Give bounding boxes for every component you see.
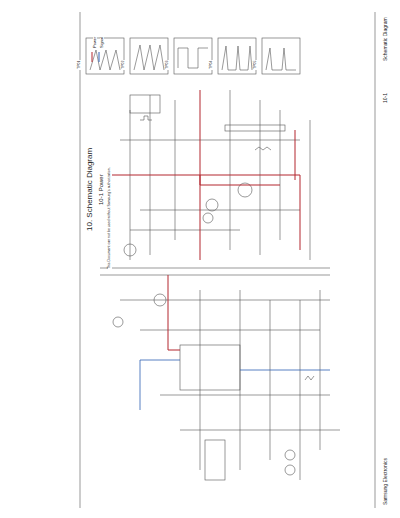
legend-text: Signal <box>100 36 104 49</box>
header-text: Schematic Diagram <box>383 16 388 62</box>
waveform-label: TP02 <box>122 60 126 70</box>
page-number: 10-1 <box>383 92 388 104</box>
section-heading: 10-1 Power <box>98 173 104 206</box>
page-title: 10. Schematic Diagram <box>86 147 94 232</box>
waveform-label: TP03 <box>166 60 170 70</box>
note-text: This Document can not be used without Sa… <box>108 166 112 270</box>
legend-line <box>99 52 100 62</box>
legend-text: Power <box>93 36 97 49</box>
waveform-label: TP04 <box>210 60 214 70</box>
legend-line <box>92 52 93 62</box>
waveform-label: TP01 <box>78 60 82 70</box>
waveform-label: TP05 <box>254 60 258 70</box>
footer-text: Samsung Electronics <box>383 457 388 506</box>
